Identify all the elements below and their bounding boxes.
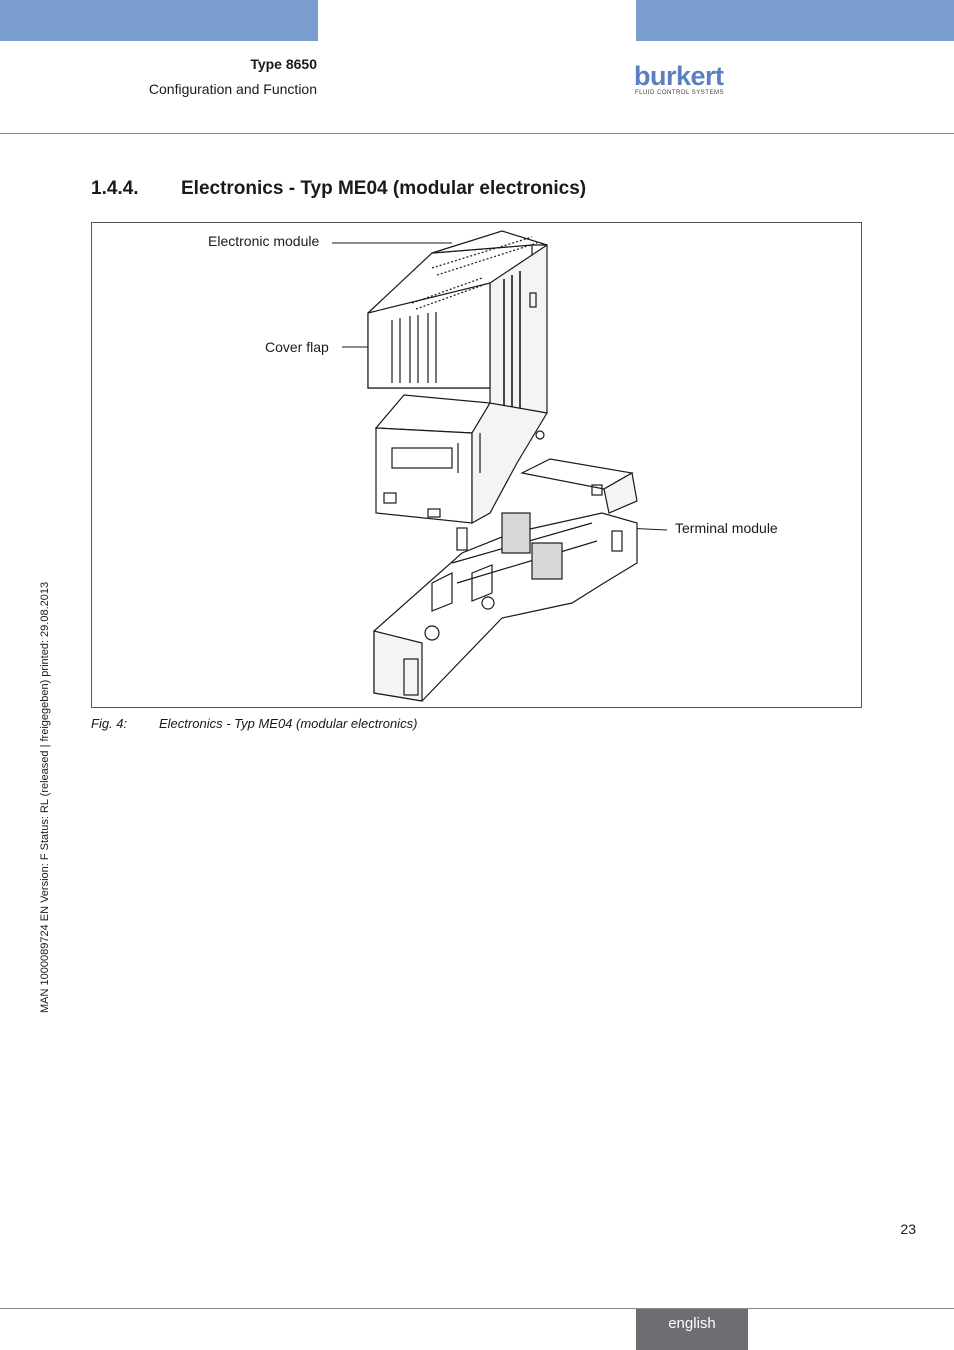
footer-divider: [0, 1308, 954, 1309]
electronic-module-illustration: [367, 230, 548, 440]
header-accent-bar-right: [636, 0, 954, 41]
terminal-module-illustration: [373, 458, 638, 702]
language-tab: english: [636, 1309, 748, 1350]
header-accent-bar-left: [0, 0, 318, 41]
document-subtitle: Configuration and Function: [148, 81, 317, 97]
figure-caption-number: Fig. 4:: [91, 716, 128, 731]
section-title: Electronics - Typ ME04 (modular electron…: [181, 178, 587, 199]
figure-frame: Electronic module Cover flap Terminal mo…: [91, 222, 862, 708]
page-number: 23: [900, 1221, 916, 1237]
burkert-logo: burkert FLUID CONTROL SYSTEMS: [634, 61, 725, 96]
document-type-title: Type 8650: [250, 56, 317, 72]
logo-wordmark: burkert: [634, 61, 724, 91]
callout-electronic-module: Electronic module: [208, 233, 320, 249]
callout-cover-flap: Cover flap: [265, 339, 329, 355]
document-status-sidebar: MAN 1000089724 EN Version: F Status: RL …: [38, 582, 54, 1029]
electronics-module-drawing: [332, 230, 668, 702]
electronic-module-base-illustration: [374, 394, 548, 525]
section-number: 1.4.4.: [91, 178, 139, 199]
callout-terminal-module: Terminal module: [675, 520, 778, 536]
document-status-text: MAN 1000089724 EN Version: F Status: RL …: [39, 581, 51, 1013]
header-divider: [0, 133, 954, 134]
figure-caption-text: Electronics - Typ ME04 (modular electron…: [159, 716, 418, 731]
logo-tagline: FLUID CONTROL SYSTEMS: [635, 90, 724, 96]
